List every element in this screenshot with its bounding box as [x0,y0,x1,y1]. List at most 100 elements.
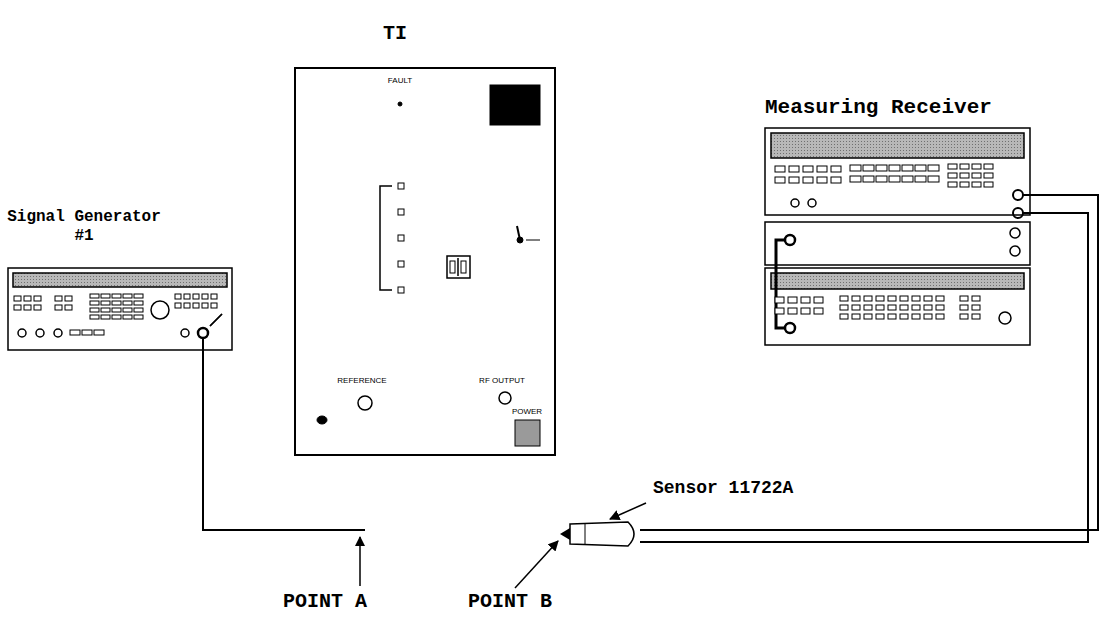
button [864,296,872,301]
connector [1013,190,1023,200]
button-grid [840,296,944,319]
knob [999,312,1011,324]
button [112,301,121,305]
button [112,294,121,298]
sensor-tip [560,528,570,540]
button [912,314,920,319]
toggle-lever [517,226,520,240]
button [948,173,957,178]
button [90,301,99,305]
instrument-heading: TI [375,22,415,46]
button [984,182,993,187]
connector [198,328,208,338]
button [936,314,944,319]
knob [151,301,169,319]
display-strip [771,133,1024,158]
power-switch [515,420,540,446]
button [175,303,181,308]
button [948,164,957,169]
button [928,176,939,182]
button [876,314,884,319]
leader-arrow [515,541,558,588]
button [864,314,872,319]
sensor-ring [585,524,586,544]
button [928,165,939,171]
indicator-column [398,183,404,293]
connector [785,323,795,333]
button [876,176,887,182]
button [398,209,404,215]
ti-panel [295,68,555,455]
button [912,296,920,301]
button [852,305,860,310]
button [876,305,884,310]
knob [791,199,799,207]
button-grid [175,294,217,308]
display-strip [771,273,1024,289]
button [775,166,785,172]
interconnect-cable [776,240,785,328]
generator-box: Signal Generator #1 [8,268,232,350]
button [889,165,900,171]
measuring-receiver [765,128,1030,345]
point-label: POINT A [283,592,367,612]
panel-label: REFERENCE [337,377,386,385]
button [134,308,143,312]
button [101,308,110,312]
button [863,165,874,171]
leader-arrow [359,537,361,586]
button [889,176,900,182]
instrument-heading: Sensor 11722A [653,478,823,500]
button [112,315,121,319]
button [398,287,404,293]
button [134,315,143,319]
connector [54,329,62,337]
button [211,303,217,308]
connector [36,329,44,337]
button [123,315,132,319]
button [814,297,823,303]
sensor-body [570,522,634,546]
button [775,308,784,314]
instrument-case [765,128,1030,215]
button [788,308,797,314]
button [960,173,969,178]
fault-led [398,102,402,106]
panel-label: FAULT [388,77,412,85]
power-sensor [560,522,634,546]
instrument-heading: Measuring Receiver [765,95,1025,120]
button [398,183,404,189]
button [888,296,896,301]
button [948,182,957,187]
button [960,305,968,310]
button [924,296,932,301]
button-grid [14,296,41,310]
button [14,305,21,310]
connector [1013,208,1023,218]
display-window [490,85,540,125]
cable-stub [1023,195,1030,213]
leader-arrow [610,503,646,519]
button [900,305,908,310]
button [65,305,72,310]
button [94,330,104,335]
button [972,305,980,310]
button [864,305,872,310]
point-label: POINT B [468,592,552,612]
button [775,297,784,303]
button [775,177,785,183]
panel-label: POWER [512,408,542,416]
button [936,305,944,310]
button [123,308,132,312]
button-grid [775,297,823,314]
panel-label: RF OUTPUT [479,377,525,385]
button-grid [850,165,939,182]
button [184,294,190,299]
button [34,305,41,310]
rf-output-connector [499,392,511,404]
button [193,303,199,308]
button [972,296,980,301]
button [801,297,810,303]
instrument-case [765,268,1030,345]
